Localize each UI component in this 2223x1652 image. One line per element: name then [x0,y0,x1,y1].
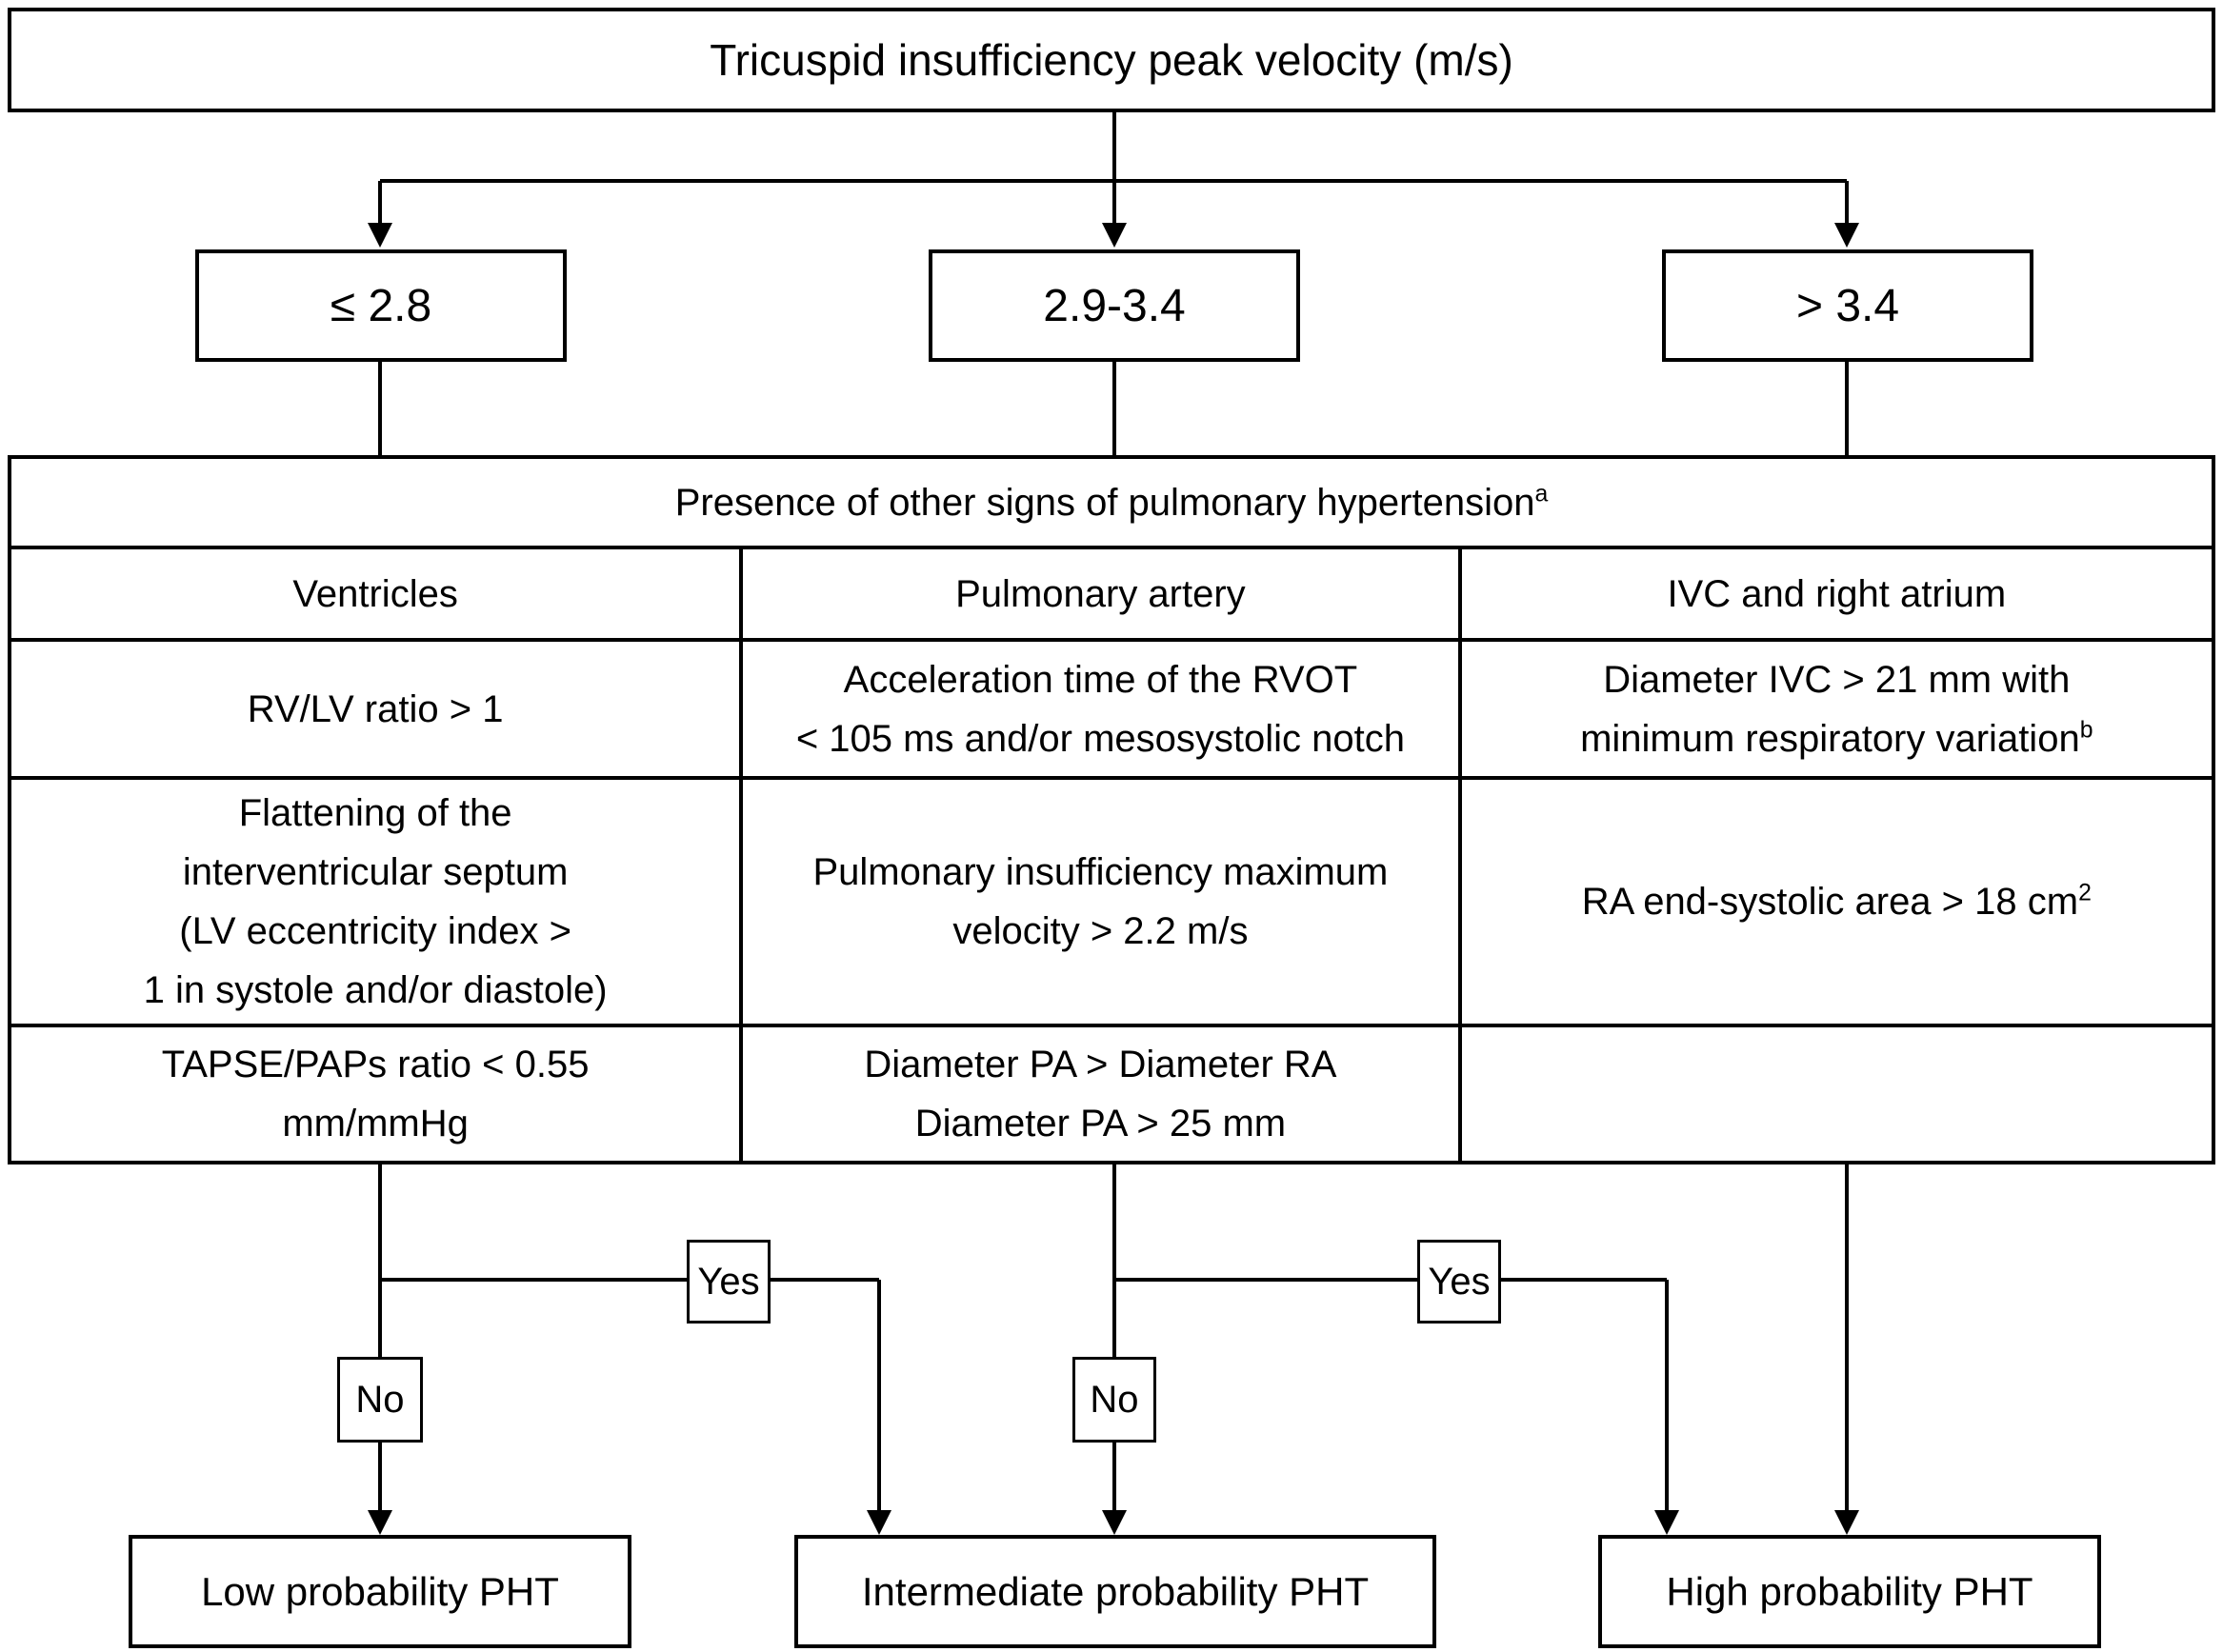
column-header-ivc-right-atrium: IVC and right atrium [1457,546,2216,642]
connector-column1-outcomes [368,1154,891,1535]
footnote-marker-a: a [1534,481,1549,508]
cell-ra-end-systolic-area: RA end-systolic area > 18 cm2 [1457,776,2216,1027]
table-row: RV/LV ratio > 1 Acceleration time of the… [7,638,2216,780]
signs-table-header-row: Ventricles Pulmonary artery IVC and righ… [7,546,2216,642]
cell-line: < 105 ms and/or mesosystolic notch [795,717,1406,760]
no-badge-right: No [1072,1357,1156,1443]
connector-column3-outcome [1834,1154,1859,1535]
connector-column2-outcomes [1102,1154,1679,1535]
connector-root-to-branches [368,110,1859,248]
branch-2-9-3-4: 2.9-3.4 [929,249,1300,362]
root-node: Tricuspid insufficiency peak velocity (m… [8,8,2215,112]
cell-line: 1 in systole and/or diastole) [143,969,608,1011]
cell-line: TAPSE/PAPs ratio < 0.55 [161,1044,590,1085]
cell-pa-diameter: Diameter PA > Diameter RA Diameter PA > … [739,1024,1462,1164]
signs-table: Presence of other signs of pulmonary hyp… [7,455,2216,1164]
column-header-pulmonary-artery: Pulmonary artery [739,546,1462,642]
column-header-ventricles: Ventricles [7,546,744,642]
branch-label: ≤ 2.8 [330,280,432,331]
table-row: TAPSE/PAPs ratio < 0.55 mm/mmHg Diameter… [7,1024,2216,1164]
cell-line: minimum respiratory variationb [1580,717,2093,760]
arrowhead [1834,1510,1859,1535]
connector-branches-to-table [378,362,1849,455]
cell-line: mm/mmHg [282,1103,469,1144]
arrowhead [368,1510,392,1535]
cell-rv-lv-ratio: RV/LV ratio > 1 [7,638,744,780]
cell-tapse-paps-ratio: TAPSE/PAPs ratio < 0.55 mm/mmHg [7,1024,744,1164]
arrowhead [1102,223,1127,248]
cell-septum-flattening: Flattening of the interventricular septu… [7,776,744,1027]
squared-exponent: 2 [2078,880,2092,906]
footnote-marker-b: b [2079,717,2093,744]
cell-line: interventricular septum [182,851,569,893]
root-node-label: Tricuspid insufficiency peak velocity (m… [710,35,1513,85]
cell-line: Diameter PA > 25 mm [914,1103,1287,1144]
outcome-intermediate-probability: Intermediate probability PHT [794,1535,1436,1648]
cell-empty [1457,1024,2216,1164]
cell-line: RA end-systolic area > 18 cm2 [1581,880,2092,923]
cell-line: Pulmonary insufficiency maximum [812,851,1389,893]
cell-line: Diameter PA > Diameter RA [864,1044,1337,1085]
no-badge-left: No [337,1357,423,1443]
cell-ivc-diameter: Diameter IVC > 21 mm with minimum respir… [1457,638,2216,780]
cell-line: (LV eccentricity index > [179,910,571,952]
branch-label: > 3.4 [1795,280,1900,331]
arrowhead [867,1510,891,1535]
arrowhead [368,223,392,248]
yes-badge-left: Yes [687,1240,771,1324]
yes-badge-right: Yes [1417,1240,1501,1324]
branch-gt-3-4: > 3.4 [1662,249,2033,362]
signs-table-title: Presence of other signs of pulmonary hyp… [8,455,2215,549]
outcome-low-probability: Low probability PHT [129,1535,631,1648]
arrowhead [1102,1510,1127,1535]
cell-line: RV/LV ratio > 1 [247,687,504,730]
arrowhead [1834,223,1859,248]
branch-label: 2.9-3.4 [1043,280,1186,331]
table-row: Flattening of the interventricular septu… [7,776,2216,1027]
signs-table-title-row: Presence of other signs of pulmonary hyp… [8,455,2215,549]
arrowhead [1654,1510,1679,1535]
cell-rvot-acceleration: Acceleration time of the RVOT < 105 ms a… [739,638,1462,780]
cell-line: velocity > 2.2 m/s [952,910,1249,952]
branch-le-2-8: ≤ 2.8 [195,249,567,362]
cell-line: Acceleration time of the RVOT [843,658,1358,701]
signs-table-title-text: Presence of other signs of pulmonary hyp… [674,481,1535,524]
cell-line: Flattening of the [238,792,512,834]
outcome-high-probability: High probability PHT [1598,1535,2101,1648]
cell-pulmonary-insufficiency-velocity: Pulmonary insufficiency maximum velocity… [739,776,1462,1027]
cell-line: Diameter IVC > 21 mm with [1603,658,2071,701]
